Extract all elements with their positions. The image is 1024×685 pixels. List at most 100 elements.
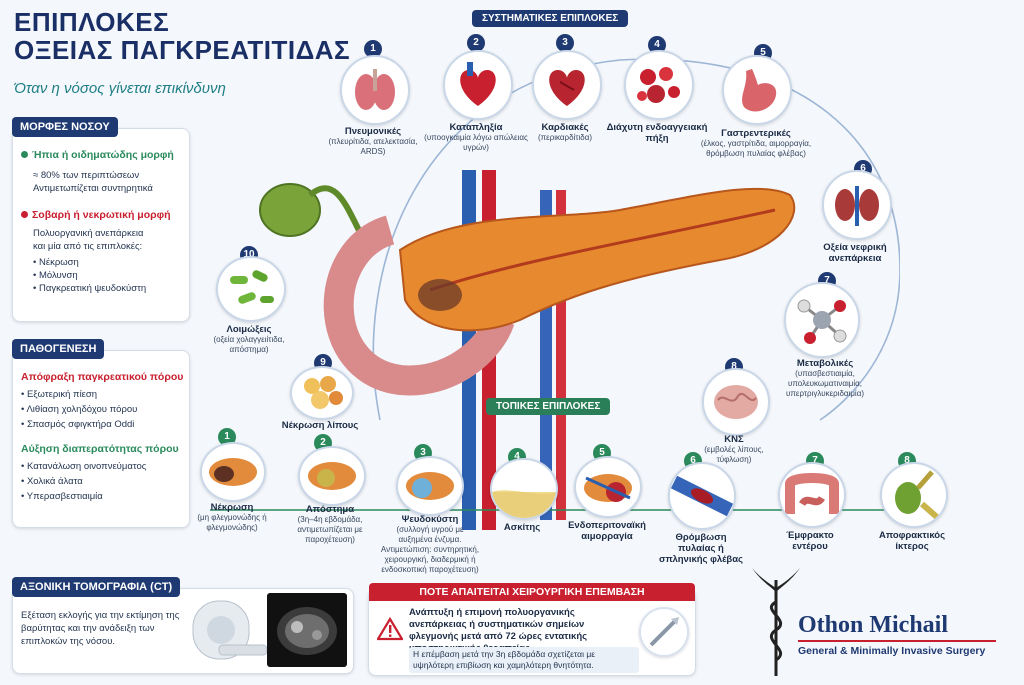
permeability-item-1: • Κατανάλωση οινοπνεύματος: [21, 461, 147, 472]
mild-form-title: Ήπια ή οιδηματώδης μορφή: [21, 149, 186, 161]
brand-name: Othon Michail: [798, 612, 949, 638]
systemic-title-3: Καρδιακές: [541, 122, 589, 133]
systemic-sub-3: (περικαρδίτιδα): [537, 133, 593, 142]
heart-icon: [532, 50, 602, 120]
mild-form-text-2: Αντιμετωπίζεται συντηρητικά: [33, 183, 153, 194]
pathogenesis-panel: ΠΑΘΟΓΕΝΕΣΗ Απόφραξη παγκρεατικού πόρου •…: [12, 339, 190, 528]
duodenum-shape: [323, 215, 515, 396]
pancreas-shape: [398, 187, 796, 332]
systemic-title-2: Καταπληξία: [449, 122, 503, 133]
scalpel-icon: [639, 607, 689, 657]
bowel-infarct-icon: [778, 462, 846, 528]
local-title-4: Ασκίτης: [503, 522, 541, 533]
systemic-title-10: Λοιμώξεις: [226, 324, 272, 335]
necrosis-area-shape: [418, 279, 462, 311]
ct-heading: ΑΞΟΝΙΚΗ ΤΟΜΟΓΡΑΦΙΑ (CT): [12, 577, 181, 597]
pseudocyst-icon: [396, 456, 464, 516]
hemorrhage-icon: [574, 456, 642, 518]
systemic-number-2: 2: [467, 34, 485, 52]
warning-icon: [376, 616, 404, 646]
ascites-icon: [490, 458, 558, 520]
thrombosis-icon: [668, 462, 736, 530]
severe-form-text-2: και μία από τις επιπλοκές:: [33, 241, 143, 252]
local-number-1: 1: [218, 428, 236, 446]
local-heading: ΤΟΠΙΚΕΣ ΕΠΙΠΛΟΚΕΣ: [486, 398, 611, 415]
systemic-title-5: Γαστρεντερικές: [721, 128, 791, 139]
abscess-icon: [298, 446, 366, 506]
systemic-title-8: ΚΝΣ: [724, 434, 744, 445]
systemic-title-7: Μεταβολικές: [796, 358, 854, 369]
permeability-item-2: • Χολικά άλατα: [21, 476, 83, 487]
systemic-sub-5: (έλκος, γαστρίτιδα, αιμορραγία, θρόμβωση…: [700, 139, 812, 158]
systemic-title-9: Νέκρωση λίπους: [281, 420, 359, 431]
systemic-title-4: Διάχυτη ενδοαγγειακή πήξη: [606, 122, 708, 144]
obstruction-title: Απόφραξη παγκρεατικού πόρου: [21, 371, 184, 383]
molecule-icon: [784, 282, 860, 358]
red-dot-icon: [21, 211, 28, 218]
local-title-2: Απόστημα: [305, 504, 355, 515]
systemic-sub-1: (πλευρίτιδα, ατελεκτασία, ARDS): [328, 137, 418, 156]
obstruction-item-3: • Σπασμός σφιγκτήρα Oddi: [21, 419, 135, 430]
ct-text: Εξέταση εκλογής για την εκτίμηση της βαρ…: [21, 610, 180, 647]
pathogenesis-heading: ΠΑΘΟΓΕΝΕΣΗ: [12, 339, 105, 359]
pancreatic-duct-shape: [429, 208, 776, 292]
systemic-sub-8: (εμβολές λίπους, τύφλωση): [704, 445, 764, 464]
systemic-title-1: Πνευμονικές: [344, 126, 402, 137]
ct-scanner-icon: [189, 595, 269, 672]
surgery-panel: ΠΟΤΕ ΑΠΑΙΤΕΙΤΑΙ ΧΕΙΡΟΥΡΓΙΚΗ ΕΠΕΜΒΑΣΗ Ανά…: [368, 583, 696, 676]
severe-form-title: Σοβαρή ή νεκρωτική μορφή: [21, 209, 186, 221]
severe-item-1: • Νέκρωση: [33, 257, 79, 268]
systemic-title-6: Οξεία νεφρική ανεπάρκεια: [823, 242, 887, 264]
permeability-title: Αύξηση διαπερατότητας πόρου: [21, 443, 179, 455]
mild-form-text-1: ≈ 80% των περιπτώσεων: [33, 170, 140, 181]
stomach-icon: [722, 55, 792, 125]
permeability-item-3: • Υπερασβεστιαιμία: [21, 491, 103, 502]
blood-cells-icon: [624, 50, 694, 120]
caduceus-logo-icon: [752, 568, 800, 685]
lungs-icon: [340, 55, 410, 125]
systemic-number-4: 4: [648, 36, 666, 54]
forms-panel: ΜΟΡΦΕΣ ΝΟΣΟΥ Ήπια ή οιδηματώδης μορφή ≈ …: [12, 117, 190, 322]
necrosis-icon: [200, 442, 266, 502]
severe-item-3: • Παγκρεατική ψευδοκύστη: [33, 283, 147, 294]
page-title: ΕΠΙΠΛΟΚΕΣ ΟΞΕΙΑΣ ΠΑΓΚΡΕΑΤΙΤΙΔΑΣ: [14, 8, 350, 64]
bacteria-icon: [216, 256, 286, 322]
ct-panel: ΑΞΟΝΙΚΗ ΤΟΜΟΓΡΑΦΙΑ (CT) Εξέταση εκλογής …: [12, 577, 354, 674]
local-title-6: Θρόμβωση πυλαίας ή σπληνικής φλέβας: [659, 532, 743, 565]
title-line-2: ΟΞΕΙΑΣ ΠΑΓΚΡΕΑΤΙΤΙΔΑΣ: [14, 35, 351, 65]
forms-heading: ΜΟΡΦΕΣ ΝΟΣΟΥ: [12, 117, 118, 137]
local-title-7: Έμφρακτο εντέρου: [786, 530, 834, 552]
local-title-1: Νέκρωση: [210, 502, 254, 513]
page-subtitle: Όταν η νόσος γίνεται επικίνδυνη: [14, 80, 226, 97]
local-sub-2: (3η–4η εβδομάδα, αντιμετωπίζεται με παρο…: [297, 515, 363, 544]
title-line-1: ΕΠΙΠΛΟΚΕΣ: [14, 7, 170, 37]
green-dot-icon: [21, 151, 28, 158]
local-sub-1: (μη φλεγμονώδης ή φλεγμονώδης): [197, 513, 267, 532]
obstruction-item-1: • Εξωτερική πίεση: [21, 389, 98, 400]
artery-shape: [556, 190, 566, 520]
jaundice-icon: [880, 462, 948, 528]
systemic-sub-10: (οξεία χολαγγειίτιδα, απόστημα): [213, 335, 285, 354]
local-title-3: Ψευδοκύστη: [401, 514, 459, 525]
surgery-note: Η επέμβαση μετά την 3η εβδομάδα σχετίζετ…: [409, 647, 639, 673]
brand-tagline: General & Minimally Invasive Surgery: [798, 645, 986, 657]
brand-divider: [798, 640, 996, 642]
anatomy-illustration: [210, 58, 900, 530]
systemic-heading: ΣΥΣΤΗΜΑΤΙΚΕΣ ΕΠΙΠΛΟΚΕΣ: [472, 10, 629, 27]
severe-form-text-1: Πολυοργανική ανεπάρκεια: [33, 228, 144, 239]
systemic-sub-7: (υπασβεστιαιμία, υπολευκωματιναιμία, υπε…: [786, 369, 864, 398]
fat-necrosis-icon: [290, 366, 354, 420]
brain-icon: [702, 368, 770, 436]
kidneys-icon: [822, 170, 892, 240]
ct-image-icon: [267, 593, 347, 667]
local-title-5: Ενδοπεριτοναϊκή αιμορραγία: [568, 520, 646, 542]
systemic-number-1: 1: [364, 40, 382, 58]
gallbladder-shape: [259, 183, 321, 237]
local-sub-3: (συλλογή υγρού με αυξημένα ένζυμα. Αντιμ…: [380, 525, 480, 574]
systemic-number-3: 3: [556, 34, 574, 52]
local-title-8: Αποφρακτικός ίκτερος: [878, 530, 946, 552]
surgery-heading: ΠΟΤΕ ΑΠΑΙΤΕΙΤΑΙ ΧΕΙΡΟΥΡΓΙΚΗ ΕΠΕΜΒΑΣΗ: [369, 583, 695, 601]
systemic-sub-2: (υποογκαιμία λόγω απώλειας υγρών): [424, 133, 528, 152]
severe-item-2: • Μόλυνση: [33, 270, 78, 281]
obstruction-item-2: • Λιθίαση χοληδόχου πόρου: [21, 404, 138, 415]
